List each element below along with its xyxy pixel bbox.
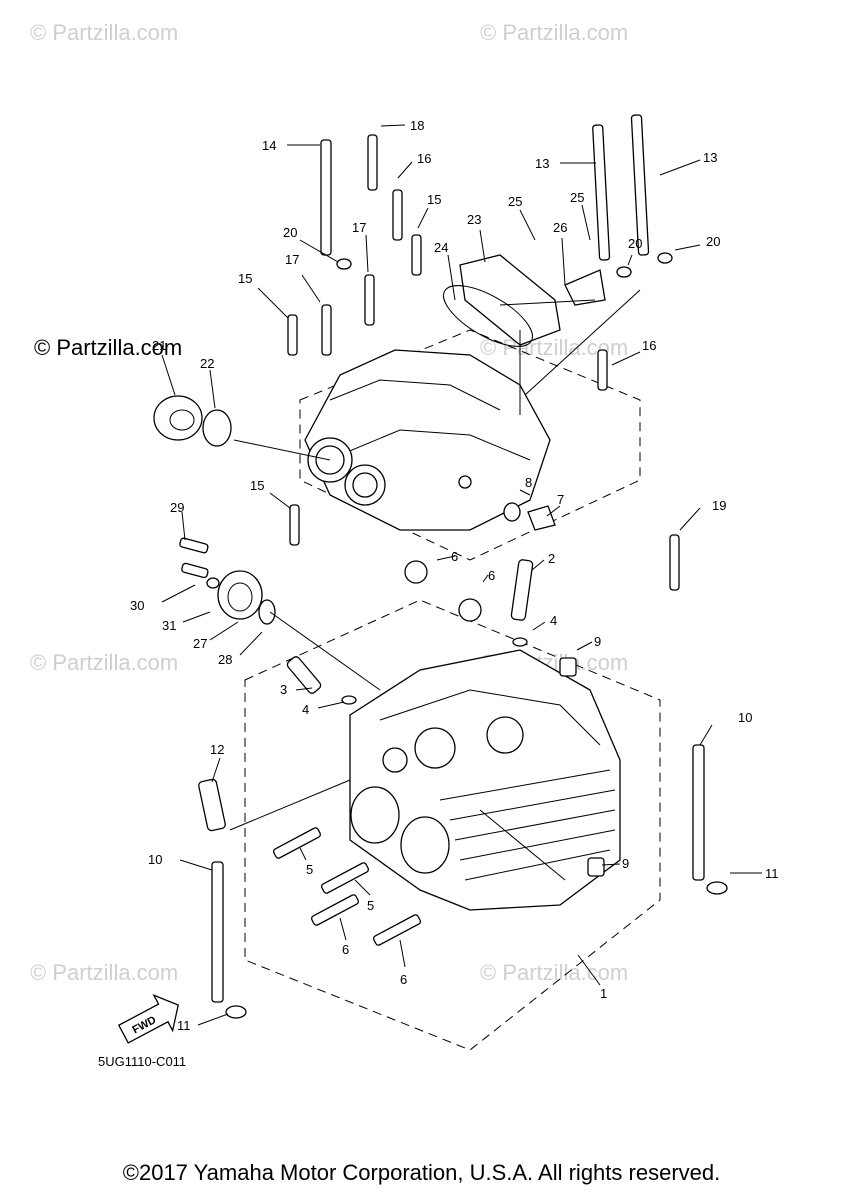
fwd-arrow-icon: FWD [117, 994, 180, 1044]
callout: 15 [427, 192, 441, 207]
callout: 4 [302, 702, 309, 717]
callout: 20 [628, 236, 642, 251]
callout: 11 [765, 866, 779, 881]
callout: 22 [200, 356, 214, 371]
callout: 18 [410, 118, 424, 133]
callout: 12 [210, 742, 224, 757]
callout: 28 [218, 652, 232, 667]
diagram-code: 5UG1110-C011 [98, 1054, 186, 1069]
studs [272, 827, 422, 946]
callout: 9 [622, 856, 629, 871]
cover-plate [443, 254, 606, 347]
callout: 6 [342, 942, 349, 957]
watermark: © Partzilla.com [480, 20, 628, 45]
watermark: © Partzilla.com [30, 960, 178, 985]
bolts [211, 114, 705, 1003]
callout: 15 [250, 478, 264, 493]
watermark: © Partzilla.com [30, 20, 178, 45]
callout: 13 [703, 150, 717, 165]
cap-and-o-ring [153, 395, 232, 447]
watermark: © Partzilla.com [30, 650, 178, 675]
callout: 11 [177, 1018, 191, 1033]
callout: 3 [280, 682, 287, 697]
watermark: © Partzilla.com [34, 335, 182, 360]
copyright-notice: ©2017 Yamaha Motor Corporation, U.S.A. A… [122, 1160, 721, 1185]
callout: 9 [594, 634, 601, 649]
small-parts [198, 502, 605, 877]
callout: 20 [706, 234, 720, 249]
callout: 13 [535, 156, 549, 171]
callout: 1 [600, 986, 607, 1001]
callout: 2 [548, 551, 555, 566]
cylinder-head [349, 649, 621, 911]
callout: 5 [306, 862, 313, 877]
callout: 21 [152, 338, 166, 353]
callout: 20 [283, 225, 297, 240]
callout: 6 [400, 972, 407, 987]
callout: 17 [352, 220, 366, 235]
callout: 29 [170, 500, 184, 515]
callout: 8 [525, 475, 532, 490]
callout: 24 [434, 240, 448, 255]
callout: 7 [557, 492, 564, 507]
washers [225, 252, 728, 1019]
callout: 15 [238, 271, 252, 286]
cylinder-head-cover [304, 349, 551, 531]
callout: 10 [738, 710, 752, 725]
callout-numbers: 14 18 16 15 23 25 25 26 24 13 13 20 20 2… [130, 118, 779, 1033]
housing-assembly [179, 537, 276, 625]
callout: 6 [488, 568, 495, 583]
callout: 25 [570, 190, 584, 205]
callout: 4 [550, 613, 557, 628]
watermark: © Partzilla.com [480, 960, 628, 985]
assembly-outlines [244, 329, 661, 1051]
callout: 23 [467, 212, 481, 227]
callout: 16 [642, 338, 656, 353]
callout: 25 [508, 194, 522, 209]
callout: 5 [367, 898, 374, 913]
callout: 30 [130, 598, 144, 613]
callout: 31 [162, 618, 176, 633]
callout: 10 [148, 852, 162, 867]
leader-lines [161, 124, 762, 1026]
callout: 6 [451, 549, 458, 564]
watermarks: © Partzilla.com © Partzilla.com © Partzi… [30, 20, 628, 985]
callout: 27 [193, 636, 207, 651]
callout: 14 [262, 138, 276, 153]
callout: 17 [285, 252, 299, 267]
callout: 26 [553, 220, 567, 235]
callout: 19 [712, 498, 726, 513]
callout: 16 [417, 151, 431, 166]
